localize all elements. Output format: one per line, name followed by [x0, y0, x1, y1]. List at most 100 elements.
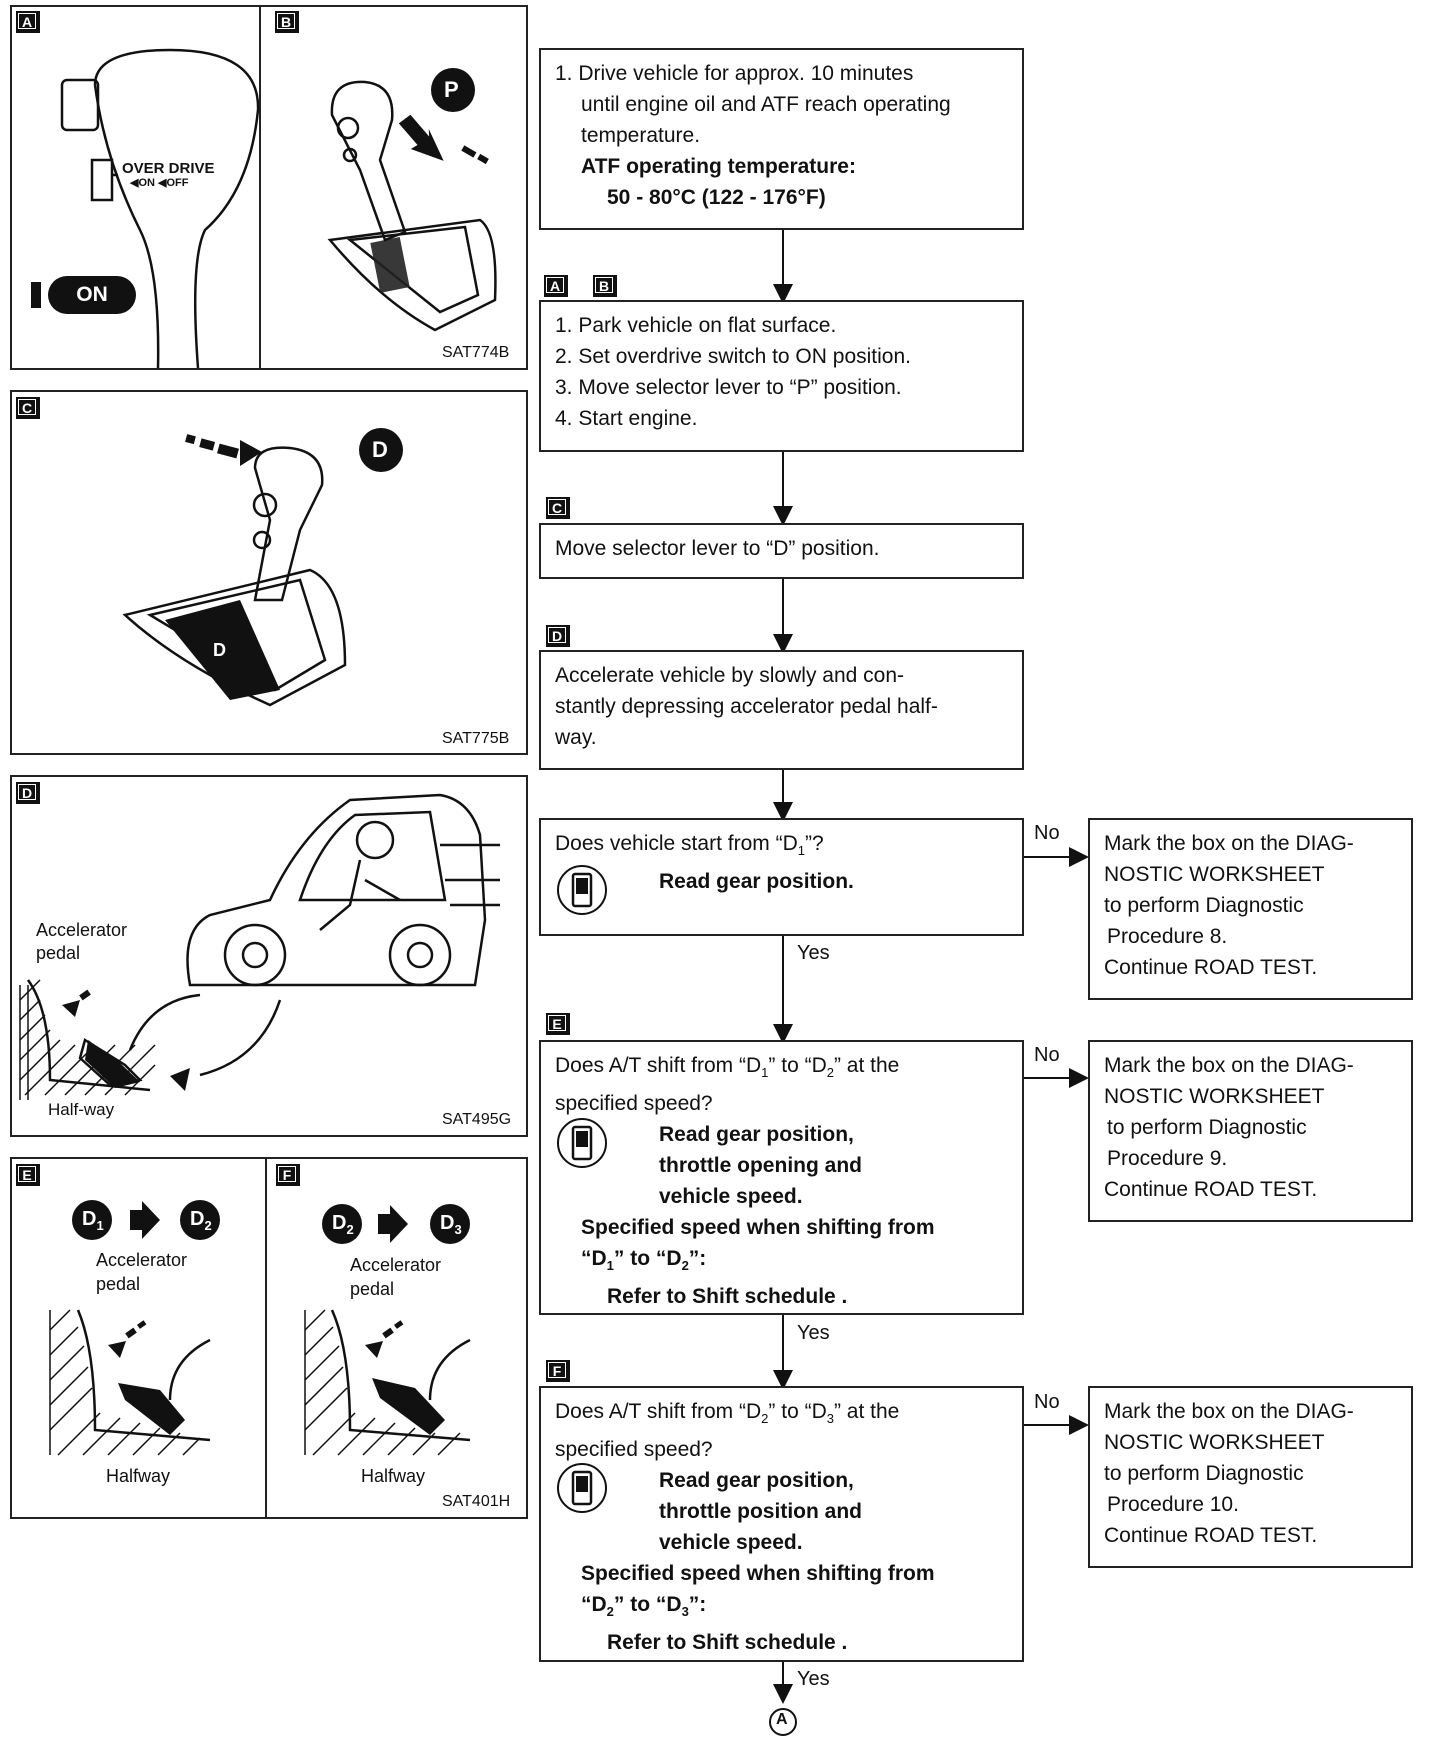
step-1-line: temperature. [581, 124, 701, 147]
panel-d-tag: D [16, 782, 40, 804]
step-5-box: Does vehicle start from “D1”? Read gear … [539, 818, 1024, 936]
step-7-read: Read gear position, [659, 1469, 854, 1493]
no-box-line: to perform Diagnostic [1104, 894, 1304, 917]
step-2-tag-b: B [593, 275, 617, 297]
panel-e-tag: E [16, 1164, 40, 1186]
switch-indicator-icon [31, 282, 41, 308]
no-box-line: to perform Diagnostic [1107, 1116, 1307, 1139]
step-7-box: Does A/T shift from “D2” to “D3” at the … [539, 1386, 1024, 1662]
gate-d-label: D [213, 640, 226, 660]
step-4-line: stantly depressing accelerator pedal hal… [555, 695, 938, 718]
panel-ab-code: SAT774B [442, 344, 510, 361]
position-p-label: P [444, 77, 459, 102]
panel-a-tag: A [16, 11, 40, 33]
accelerator-label-f: Accelerator [350, 1255, 442, 1275]
panel-ab-divider [259, 5, 261, 370]
step-3-box: Move selector lever to “D” position. [539, 523, 1024, 579]
no-box-line: NOSTIC WORKSHEET [1104, 1085, 1325, 1108]
step-2-line: 1. Park vehicle on flat surface. [555, 314, 837, 337]
shift-f-to: D3 [440, 1212, 462, 1237]
shift-e-from: D1 [82, 1208, 104, 1233]
halfway-label-e: Halfway [106, 1466, 171, 1486]
yes-label-3: Yes [797, 1668, 830, 1690]
pedal-label-d: pedal [36, 943, 81, 963]
panel-b-tag: B [275, 11, 299, 33]
atf-temp-value: 50 - 80°C (122 - 176°F) [607, 186, 826, 209]
no-box-line: NOSTIC WORKSHEET [1104, 863, 1325, 886]
step-6-question-2: specified speed? [555, 1092, 713, 1116]
yes-label-2: Yes [797, 1322, 830, 1344]
step-4-line: Accelerate vehicle by slowly and con- [555, 664, 905, 687]
step-1-line: 1. Drive vehicle for approx. 10 minutes [555, 62, 914, 85]
step-2-line: 2. Set overdrive switch to ON position. [555, 345, 911, 368]
no-label-1: No [1034, 822, 1060, 844]
connector-label: A [776, 1711, 788, 1728]
step-7-question: Does A/T shift from “D2” to “D3” at the [555, 1400, 900, 1427]
halfway-label-f: Halfway [361, 1466, 426, 1486]
step-3-line: Move selector lever to “D” position. [555, 537, 880, 560]
step-2-box: 1. Park vehicle on flat surface. 2. Set … [539, 300, 1024, 452]
step-2-tag-a: A [544, 275, 568, 297]
no-box-line: NOSTIC WORKSHEET [1104, 1431, 1325, 1454]
step-4-box: Accelerate vehicle by slowly and con- st… [539, 650, 1024, 770]
shift-e-to: D2 [190, 1208, 212, 1233]
step-7-read: vehicle speed. [659, 1531, 803, 1555]
no-box-line: Continue ROAD TEST. [1104, 1524, 1318, 1547]
step-6-box: Does A/T shift from “D1” to “D2” at the … [539, 1040, 1024, 1315]
step-7-question-2: specified speed? [555, 1438, 713, 1462]
panel-ab [10, 5, 528, 370]
overdrive-states: ◀ON ◀OFF [130, 177, 189, 189]
consult-tester-icon [557, 1118, 607, 1168]
shift-f-from: D2 [332, 1212, 354, 1237]
step-7-spec-2: “D2” to “D3”: [581, 1593, 707, 1620]
step-6-spec-2: “D1” to “D2”: [581, 1247, 707, 1274]
step-7-refer: Refer to Shift schedule . [607, 1631, 848, 1655]
step-1-box: 1. Drive vehicle for approx. 10 minutes … [539, 48, 1024, 230]
overdrive-on-pill: ON [48, 276, 136, 314]
step-2-line: 3. Move selector lever to “P” position. [555, 376, 902, 399]
step-2-line: 4. Start engine. [555, 407, 698, 430]
pedal-label-f: pedal [350, 1279, 395, 1299]
no-label-3: No [1034, 1391, 1060, 1413]
panel-ef-code: SAT401H [442, 1493, 511, 1510]
no-box-3: Mark the box on the DIAG- NOSTIC WORKSHE… [1088, 1386, 1413, 1568]
step-6-question: Does A/T shift from “D1” to “D2” at the [555, 1054, 900, 1081]
step-7-spec: Specified speed when shifting from [581, 1562, 935, 1586]
step-5-question: Does vehicle start from “D1”? [555, 832, 824, 859]
accelerator-label-e: Accelerator [96, 1250, 188, 1270]
panel-d-code: SAT495G [442, 1111, 512, 1128]
step-4-tag: D [546, 625, 570, 647]
no-box-line: Continue ROAD TEST. [1104, 956, 1318, 979]
position-d-label: D [372, 437, 388, 462]
panel-c-tag: C [16, 397, 40, 419]
consult-tester-icon [557, 865, 607, 915]
step-7-tag: F [546, 1360, 570, 1382]
step-6-refer: Refer to Shift schedule . [607, 1285, 848, 1309]
no-box-line: Mark the box on the DIAG- [1104, 832, 1354, 855]
no-box-line: Mark the box on the DIAG- [1104, 1400, 1354, 1423]
step-6-tag: E [546, 1013, 570, 1035]
panel-f-tag: F [276, 1164, 300, 1186]
step-4-line: way. [555, 726, 597, 749]
halfway-label-d: Half-way [48, 1100, 115, 1119]
no-label-2: No [1034, 1044, 1060, 1066]
no-box-1: Mark the box on the DIAG- NOSTIC WORKSHE… [1088, 818, 1413, 1000]
accelerator-label-d: Accelerator [36, 920, 128, 940]
atf-temp-label: ATF operating temperature: [581, 155, 856, 178]
no-box-line: Procedure 10. [1107, 1493, 1239, 1516]
overdrive-label: OVER DRIVE [122, 160, 215, 177]
no-box-line: Mark the box on the DIAG- [1104, 1054, 1354, 1077]
step-5-read: Read gear position. [659, 870, 854, 894]
step-3-tag: C [546, 497, 570, 519]
pedal-label-e: pedal [96, 1274, 141, 1294]
no-box-2: Mark the box on the DIAG- NOSTIC WORKSHE… [1088, 1040, 1413, 1222]
yes-label-1: Yes [797, 942, 830, 964]
panel-c [10, 390, 528, 755]
step-6-read: Read gear position, [659, 1123, 854, 1147]
step-7-read: throttle position and [659, 1500, 862, 1524]
no-box-line: Procedure 9. [1107, 1147, 1228, 1170]
panel-c-code: SAT775B [442, 730, 510, 747]
no-box-line: Continue ROAD TEST. [1104, 1178, 1318, 1201]
no-box-line: to perform Diagnostic [1104, 1462, 1304, 1485]
